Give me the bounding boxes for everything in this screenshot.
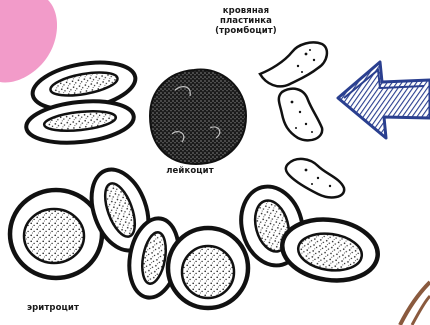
platelet-middle [279, 89, 322, 141]
blue-arrow-icon [338, 62, 430, 138]
platelet-bottom [286, 159, 344, 197]
platelet-top [260, 42, 327, 86]
platelet-label: кровяная пластинка (тромбоцит) [196, 6, 296, 36]
brown-decorative-strokes [400, 282, 430, 325]
erythrocyte-center-round [168, 228, 248, 308]
leukocyte-label: лейкоцит [160, 166, 220, 176]
pink-corner-blob [0, 0, 57, 82]
leukocyte-cell [150, 70, 246, 164]
erythrocyte-label: эритроцит [16, 303, 90, 313]
platelet-label-line2: пластинка [196, 16, 296, 26]
platelet-label-line3: (тромбоцит) [196, 26, 296, 36]
platelet-label-line1: кровяная [196, 6, 296, 16]
erythrocyte-large-left [10, 190, 102, 278]
